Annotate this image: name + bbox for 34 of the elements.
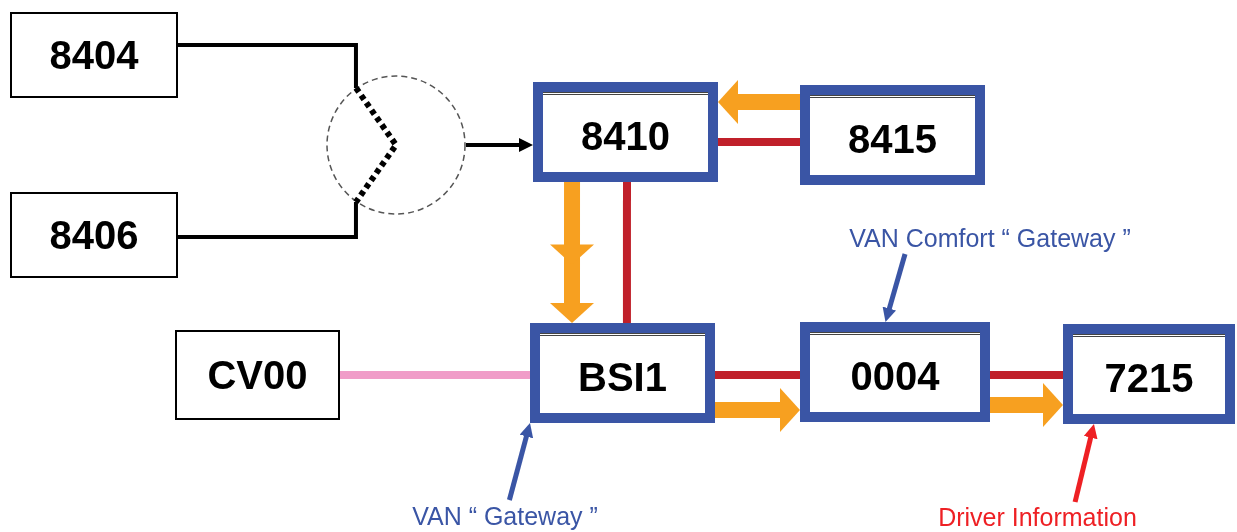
block-arrow: [715, 388, 800, 432]
module-label: 0004: [850, 353, 940, 399]
module-label: 8404: [49, 32, 139, 78]
arrow: [466, 138, 533, 152]
annotation-text: VAN “ Gateway ”: [395, 500, 615, 532]
leader-arrow: [1072, 424, 1098, 503]
module-label: 7215: [1104, 355, 1194, 401]
connector-line: [178, 43, 358, 88]
highlighted-module-box: [1063, 324, 1235, 424]
module-label: 8406: [49, 212, 139, 258]
highlighted-module-box: [530, 323, 715, 423]
highlighted-module-box: [800, 322, 990, 422]
block-arrow: [990, 383, 1063, 427]
connector-line: [718, 138, 800, 146]
module-box: [10, 192, 178, 278]
annotation-text: Driver Information: [925, 502, 1150, 532]
leader-arrow: [882, 253, 908, 322]
module-label: 8415: [848, 116, 937, 162]
module-box: [175, 330, 340, 420]
block-arrow: [718, 80, 800, 124]
block-arrow: [550, 181, 594, 323]
connector-line: [340, 371, 530, 379]
module-label: 8410: [581, 113, 670, 159]
connector-line: [990, 371, 1063, 379]
module-label: BSI1: [578, 354, 667, 400]
leader-arrow: [507, 423, 534, 501]
module-box: [10, 12, 178, 98]
connector-line: [622, 182, 631, 323]
highlighted-module-box: [533, 82, 718, 182]
module-label: CV00: [207, 352, 308, 398]
connector-line: [178, 202, 358, 239]
connector-line: [715, 371, 800, 379]
highlighted-module-box: [800, 85, 985, 185]
annotation-text: VAN Comfort “ Gateway ”: [845, 222, 1135, 254]
